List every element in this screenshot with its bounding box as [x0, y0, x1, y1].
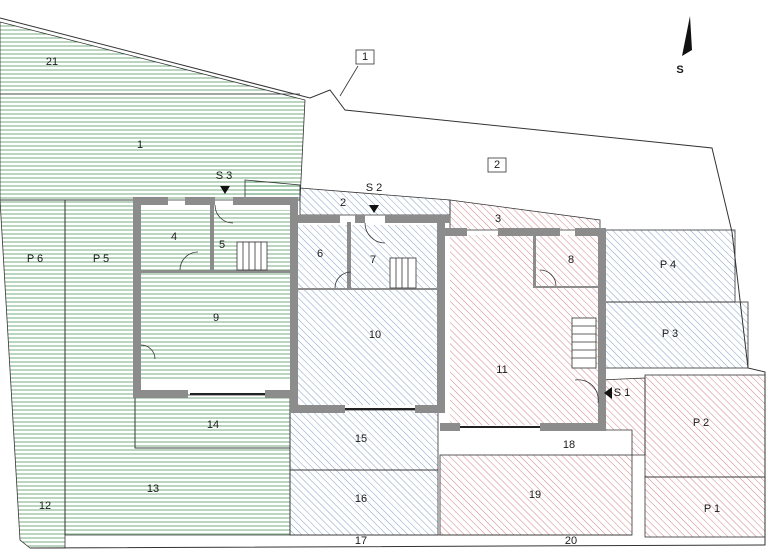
entrance-s2-arrow-icon	[369, 205, 379, 213]
room-15-label: 15	[355, 433, 367, 445]
entrance-s3-label: S 3	[216, 170, 233, 182]
room-13-label: 13	[147, 483, 159, 495]
callout-2-label: 2	[494, 159, 500, 171]
compass-label: S	[676, 64, 683, 76]
north-arrow-icon: S	[676, 16, 692, 76]
room-3-label: 3	[495, 213, 501, 225]
room-5-label: 5	[219, 239, 225, 251]
room-p2-label: P 2	[693, 417, 709, 429]
entrance-s1-arrow-icon	[604, 387, 612, 399]
room-12-label: 12	[39, 500, 51, 512]
room-18-label: 18	[563, 439, 575, 451]
room-19-label: 19	[529, 489, 541, 501]
callout-1-label: 1	[362, 51, 368, 63]
entrance-s1-label: S 1	[614, 387, 631, 399]
room-17-label: 17	[355, 535, 367, 547]
callout-2-box	[487, 157, 507, 173]
room-20-label: 20	[565, 535, 577, 547]
room-2-label: 2	[340, 197, 346, 209]
green-zone	[0, 21, 306, 549]
room-10-label: 10	[369, 329, 381, 341]
room-p6-label: P 6	[27, 253, 43, 265]
blue-zone	[289, 187, 749, 536]
entrance-s2-label: S 2	[366, 182, 383, 194]
room-p1-label: P 1	[704, 503, 720, 515]
entrance-markers: S 3 S 2 S 1	[216, 170, 631, 399]
room-21-label: 21	[46, 56, 58, 68]
room-1-label: 1	[137, 139, 143, 151]
room-14-label: 14	[207, 419, 219, 431]
room-9-label: 9	[213, 312, 219, 324]
site-outline	[0, 17, 766, 549]
room-16-label: 16	[355, 493, 367, 505]
room-8-label: 8	[568, 254, 574, 266]
room-7-label: 7	[370, 254, 376, 266]
building-walls	[133, 197, 606, 431]
callout-1-box	[355, 49, 375, 65]
room-p4-label: P 4	[660, 259, 676, 271]
callouts: 1 2	[339, 49, 507, 173]
entrance-s3-arrow-icon	[220, 186, 230, 194]
room-4-label: 4	[171, 231, 177, 243]
room-p3-label: P 3	[662, 328, 678, 340]
room-labels: 21 1 2 3 4 5 6 7 8 9 10 11 12 13 14 15 1…	[27, 56, 720, 547]
room-6-label: 6	[317, 248, 323, 260]
room-p5-label: P 5	[93, 253, 109, 265]
room-11-label: 11	[496, 364, 507, 376]
